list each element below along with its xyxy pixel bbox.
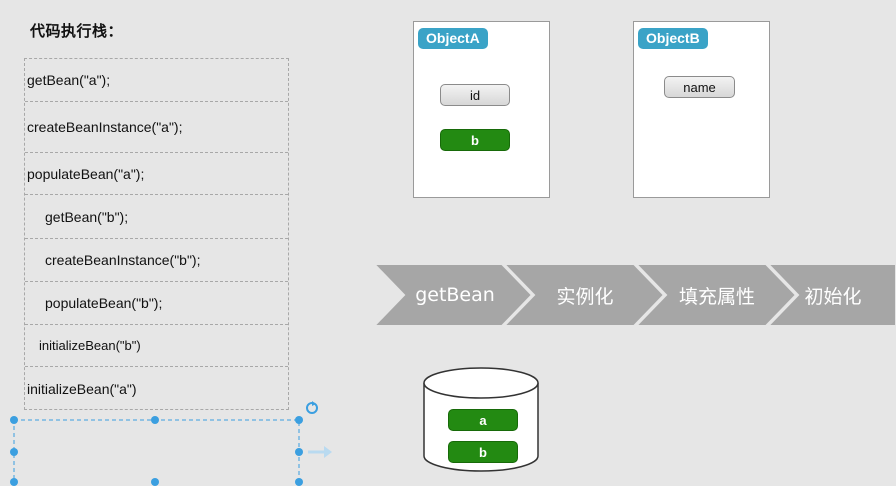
- stack-frame[interactable]: initializeBean("b"): [25, 325, 288, 367]
- stack-frame-label: createBeanInstance("b");: [45, 252, 201, 268]
- object-a-card[interactable]: ObjectA id b: [413, 21, 550, 198]
- resize-handle[interactable]: [295, 416, 303, 424]
- stack-frame[interactable]: initializeBean("a"): [25, 367, 288, 410]
- stack-frame-label: populateBean("a");: [27, 165, 145, 182]
- flow-arrow: [372, 263, 896, 327]
- stack-frame-label: initializeBean("b"): [39, 338, 141, 353]
- flow-chevron: [372, 263, 534, 327]
- resize-handle[interactable]: [10, 448, 18, 456]
- object-a-tag: ObjectA: [418, 28, 488, 49]
- flow-chevron: [765, 263, 896, 327]
- stack-frame-label: getBean("b");: [45, 208, 129, 225]
- stack-frame[interactable]: createBeanInstance("b");: [25, 239, 288, 282]
- selection-box[interactable]: [0, 400, 340, 483]
- stack-frame[interactable]: getBean("a");: [25, 59, 288, 102]
- field-b[interactable]: b: [440, 129, 510, 151]
- stack-frame[interactable]: getBean("b");: [25, 195, 288, 239]
- execution-stack: getBean("a"); createBeanInstance("a"); p…: [24, 58, 289, 410]
- flow-step-initialize[interactable]: 初始化: [804, 285, 862, 308]
- resize-handle[interactable]: [10, 478, 18, 486]
- flow-step-getbean[interactable]: getBean: [415, 284, 495, 306]
- stack-frame-label: createBeanInstance("a");: [27, 119, 183, 135]
- stack-frame[interactable]: createBeanInstance("a");: [25, 102, 288, 153]
- object-b-card[interactable]: ObjectB name: [633, 21, 770, 198]
- object-b-tag: ObjectB: [638, 28, 708, 49]
- stack-frame-label: initializeBean("a"): [27, 380, 137, 397]
- resize-handle[interactable]: [151, 416, 159, 424]
- flow-step-instantiate[interactable]: 实例化: [556, 285, 614, 308]
- cache-item-a[interactable]: a: [448, 409, 518, 431]
- resize-handle[interactable]: [295, 478, 303, 486]
- field-name[interactable]: name: [664, 76, 735, 98]
- stack-frame[interactable]: populateBean("b");: [25, 282, 288, 325]
- resize-handle[interactable]: [10, 416, 18, 424]
- resize-handle[interactable]: [295, 448, 303, 456]
- flow-chevron: [501, 263, 666, 327]
- stack-frame[interactable]: populateBean("a");: [25, 153, 288, 195]
- stack-title: 代码执行栈：: [30, 22, 124, 40]
- resize-handle[interactable]: [151, 478, 159, 486]
- stack-frame-label: getBean("a");: [27, 72, 111, 88]
- field-id[interactable]: id: [440, 84, 510, 106]
- cache-item-b[interactable]: b: [448, 441, 518, 463]
- flow-step-populate[interactable]: 填充属性: [678, 285, 755, 308]
- flow-chevron: [633, 263, 798, 327]
- stack-frame-label: populateBean("b");: [45, 295, 163, 311]
